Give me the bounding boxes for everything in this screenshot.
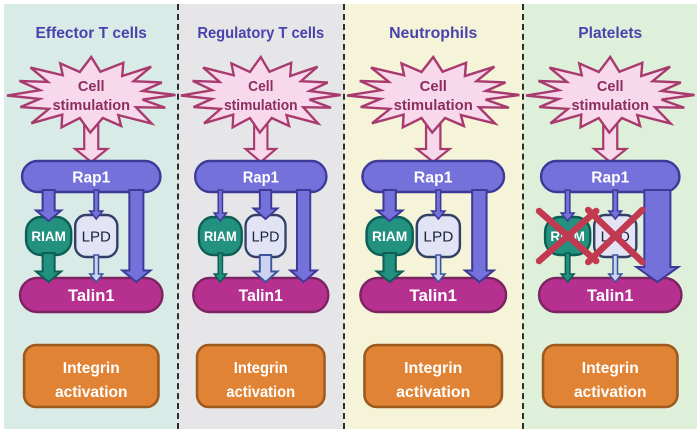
panel-title: Platelets <box>578 25 642 42</box>
arrow-lpd-to-talin1 <box>430 254 447 284</box>
cell-stimulation-starburst <box>346 54 520 135</box>
riam-label: RIAM <box>372 229 407 244</box>
arrow-riam-to-talin1 <box>213 252 229 284</box>
integrin-activation-label-line2: activation <box>396 384 470 401</box>
lpd-cross-out-icon <box>584 206 646 266</box>
panel-divider <box>177 4 180 429</box>
lpd-label: LPD <box>423 229 453 246</box>
talin1-label: Talin1 <box>586 286 633 305</box>
rap1-node <box>539 159 681 194</box>
riam-label: RIAM <box>204 229 237 244</box>
arrow-rap1-to-riam <box>33 189 64 223</box>
panel-divider <box>521 4 524 429</box>
integrin-activation-label-line2: activation <box>227 384 296 401</box>
rap1-node <box>361 159 506 194</box>
panel-title: Effector T cells <box>36 25 147 42</box>
integrin-activation-label-line2: activation <box>55 384 128 401</box>
cell-stimulation-label-line1: Cell <box>249 78 274 94</box>
arrow-rap1-to-talin1-direct <box>462 189 497 284</box>
cell-stimulation-label-line2: stimulation <box>52 98 130 114</box>
arrow-lpd-to-talin1 <box>251 254 281 284</box>
panel-title: Neutrophils <box>389 25 478 42</box>
integrin-activation-label-line1: Integrin <box>581 360 638 377</box>
arrow-rap1-to-talin1-direct <box>288 189 321 284</box>
cell-stimulation-label-line1: Cell <box>420 79 447 95</box>
cell-stimulation-label-line1: Cell <box>78 79 105 95</box>
arrow-riam-to-talin1 <box>559 252 576 284</box>
rap1-label: Rap1 <box>243 169 279 186</box>
rap1-node <box>20 159 162 194</box>
integrin-activation-label-line2: activation <box>573 384 646 401</box>
panel-platelets: CellstimulationPlateletsRap1RIAMLPDTalin… <box>521 4 697 429</box>
arrow-rap1-to-lpd <box>430 189 447 221</box>
panel-title: Regulatory T cells <box>198 25 325 42</box>
rap1-label: Rap1 <box>414 170 453 187</box>
cell-stimulation-starburst <box>181 54 342 135</box>
integrin-activation-node <box>363 343 504 409</box>
rap1-label: Rap1 <box>591 170 629 187</box>
integrin-activation-node <box>541 343 679 409</box>
arrow-riam-to-talin1 <box>374 252 406 284</box>
lpd-label: LPD <box>82 229 111 246</box>
integrin-activation-label-line1: Integrin <box>404 360 462 377</box>
lpd-label: LPD <box>252 229 280 245</box>
cell-stimulation-label-line2: stimulation <box>225 97 299 113</box>
arrow-lpd-to-talin1 <box>606 254 623 284</box>
cell-stimulation-starburst <box>6 54 176 135</box>
integrin-activation-label-line1: Integrin <box>63 360 120 377</box>
talin1-node <box>359 276 508 314</box>
integrin-activation-node <box>196 343 327 409</box>
riam-label: RIAM <box>31 229 66 244</box>
arrow-rap1-to-riam <box>559 189 576 223</box>
arrow-rap1-to-lpd <box>606 189 623 221</box>
panel-divider <box>343 4 346 429</box>
arrow-rap1-to-lpd <box>251 189 281 221</box>
arrow-rap1-to-riam <box>213 189 229 223</box>
cell-stimulation-label-line1: Cell <box>596 79 623 95</box>
talin1-node <box>537 276 683 314</box>
cell-stimulation-label-line2: stimulation <box>571 98 649 114</box>
arrow-riam-to-talin1 <box>33 252 64 284</box>
panel-diagram-regulatory-t-cells: Cell stimulation Regulatory T cellsRap1RIA… <box>181 25 342 409</box>
arrow-rap1-to-talin1-direct <box>632 189 682 284</box>
rap1-label: Rap1 <box>72 170 110 187</box>
talin1-node <box>18 276 164 314</box>
integrin-activation-label-line1: Integrin <box>234 360 288 377</box>
arrow-lpd-to-talin1 <box>88 254 105 284</box>
cell-stimulation-label-line2: stimulation <box>394 98 473 114</box>
riam-cross-out-icon <box>535 207 599 265</box>
cell-stimulation-starburst <box>525 54 695 135</box>
arrow-rap1-to-lpd <box>88 189 105 221</box>
arrow-rap1-to-riam <box>374 189 406 223</box>
talin1-label: Talin1 <box>68 286 115 305</box>
arrow-rap1-to-talin1-direct <box>119 189 154 284</box>
talin1-label: Talin1 <box>239 287 283 305</box>
integrin-activation-node <box>22 343 160 409</box>
talin1-label: Talin1 <box>409 286 457 305</box>
panel-diagram-platelets: CellstimulationPlateletsRap1RIAMLPDTalin… <box>525 25 695 409</box>
